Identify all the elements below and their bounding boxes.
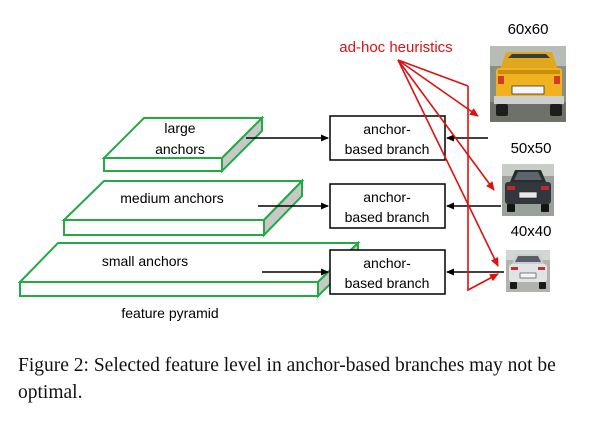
red-arrow-1 xyxy=(397,59,479,117)
size-label-50: 50x50 xyxy=(511,140,552,157)
figure-diagram: small anchors medium anchors large ancho… xyxy=(17,21,566,321)
image-silver-sedan xyxy=(506,250,550,292)
medium-anchors-label: medium anchors xyxy=(120,190,224,206)
plate-medium-anchors: medium anchors xyxy=(61,178,305,238)
plate-large-anchors: large anchors xyxy=(101,115,265,174)
image-to-branch-arrows xyxy=(446,134,504,276)
size-label-40: 40x40 xyxy=(511,223,552,240)
branch-1-line2: based branch xyxy=(345,141,430,157)
heuristic-arrows xyxy=(397,59,499,292)
branch-3-line1: anchor- xyxy=(363,255,411,271)
branch-box-1: anchor- based branch xyxy=(329,115,446,161)
size-label-60: 60x60 xyxy=(508,21,549,38)
branch-2-line2: based branch xyxy=(345,209,430,225)
branch-3-line2: based branch xyxy=(345,275,430,291)
branch-box-3: anchor- based branch xyxy=(329,249,446,295)
branch-1-line1: anchor- xyxy=(363,121,411,137)
red-arrow-5 xyxy=(467,86,499,292)
plate-to-branch-arrows xyxy=(246,134,329,276)
large-anchors-label-line2: anchors xyxy=(155,141,205,157)
image-yellow-truck xyxy=(490,46,566,122)
red-arrow-3 xyxy=(397,59,499,267)
ad-hoc-heuristics-label: ad-hoc heuristics xyxy=(339,39,452,56)
branch-2-line1: anchor- xyxy=(363,189,411,205)
plate-medium-front xyxy=(63,219,265,236)
plate-small-anchors: small anchors xyxy=(17,240,361,299)
image-dark-sedan xyxy=(502,164,554,216)
feature-pyramid-label: feature pyramid xyxy=(121,305,218,321)
plate-small-front xyxy=(19,281,319,297)
branch-box-2: anchor- based branch xyxy=(329,183,446,229)
plate-small-top xyxy=(17,242,361,283)
red-arrow-2 xyxy=(397,59,495,191)
plate-large-front xyxy=(103,157,223,172)
figure-caption: Figure 2: Selected feature level in anch… xyxy=(18,355,556,403)
small-anchors-label: small anchors xyxy=(102,253,188,269)
large-anchors-label-line1: large xyxy=(164,120,195,136)
red-arrow-4 xyxy=(397,59,469,87)
